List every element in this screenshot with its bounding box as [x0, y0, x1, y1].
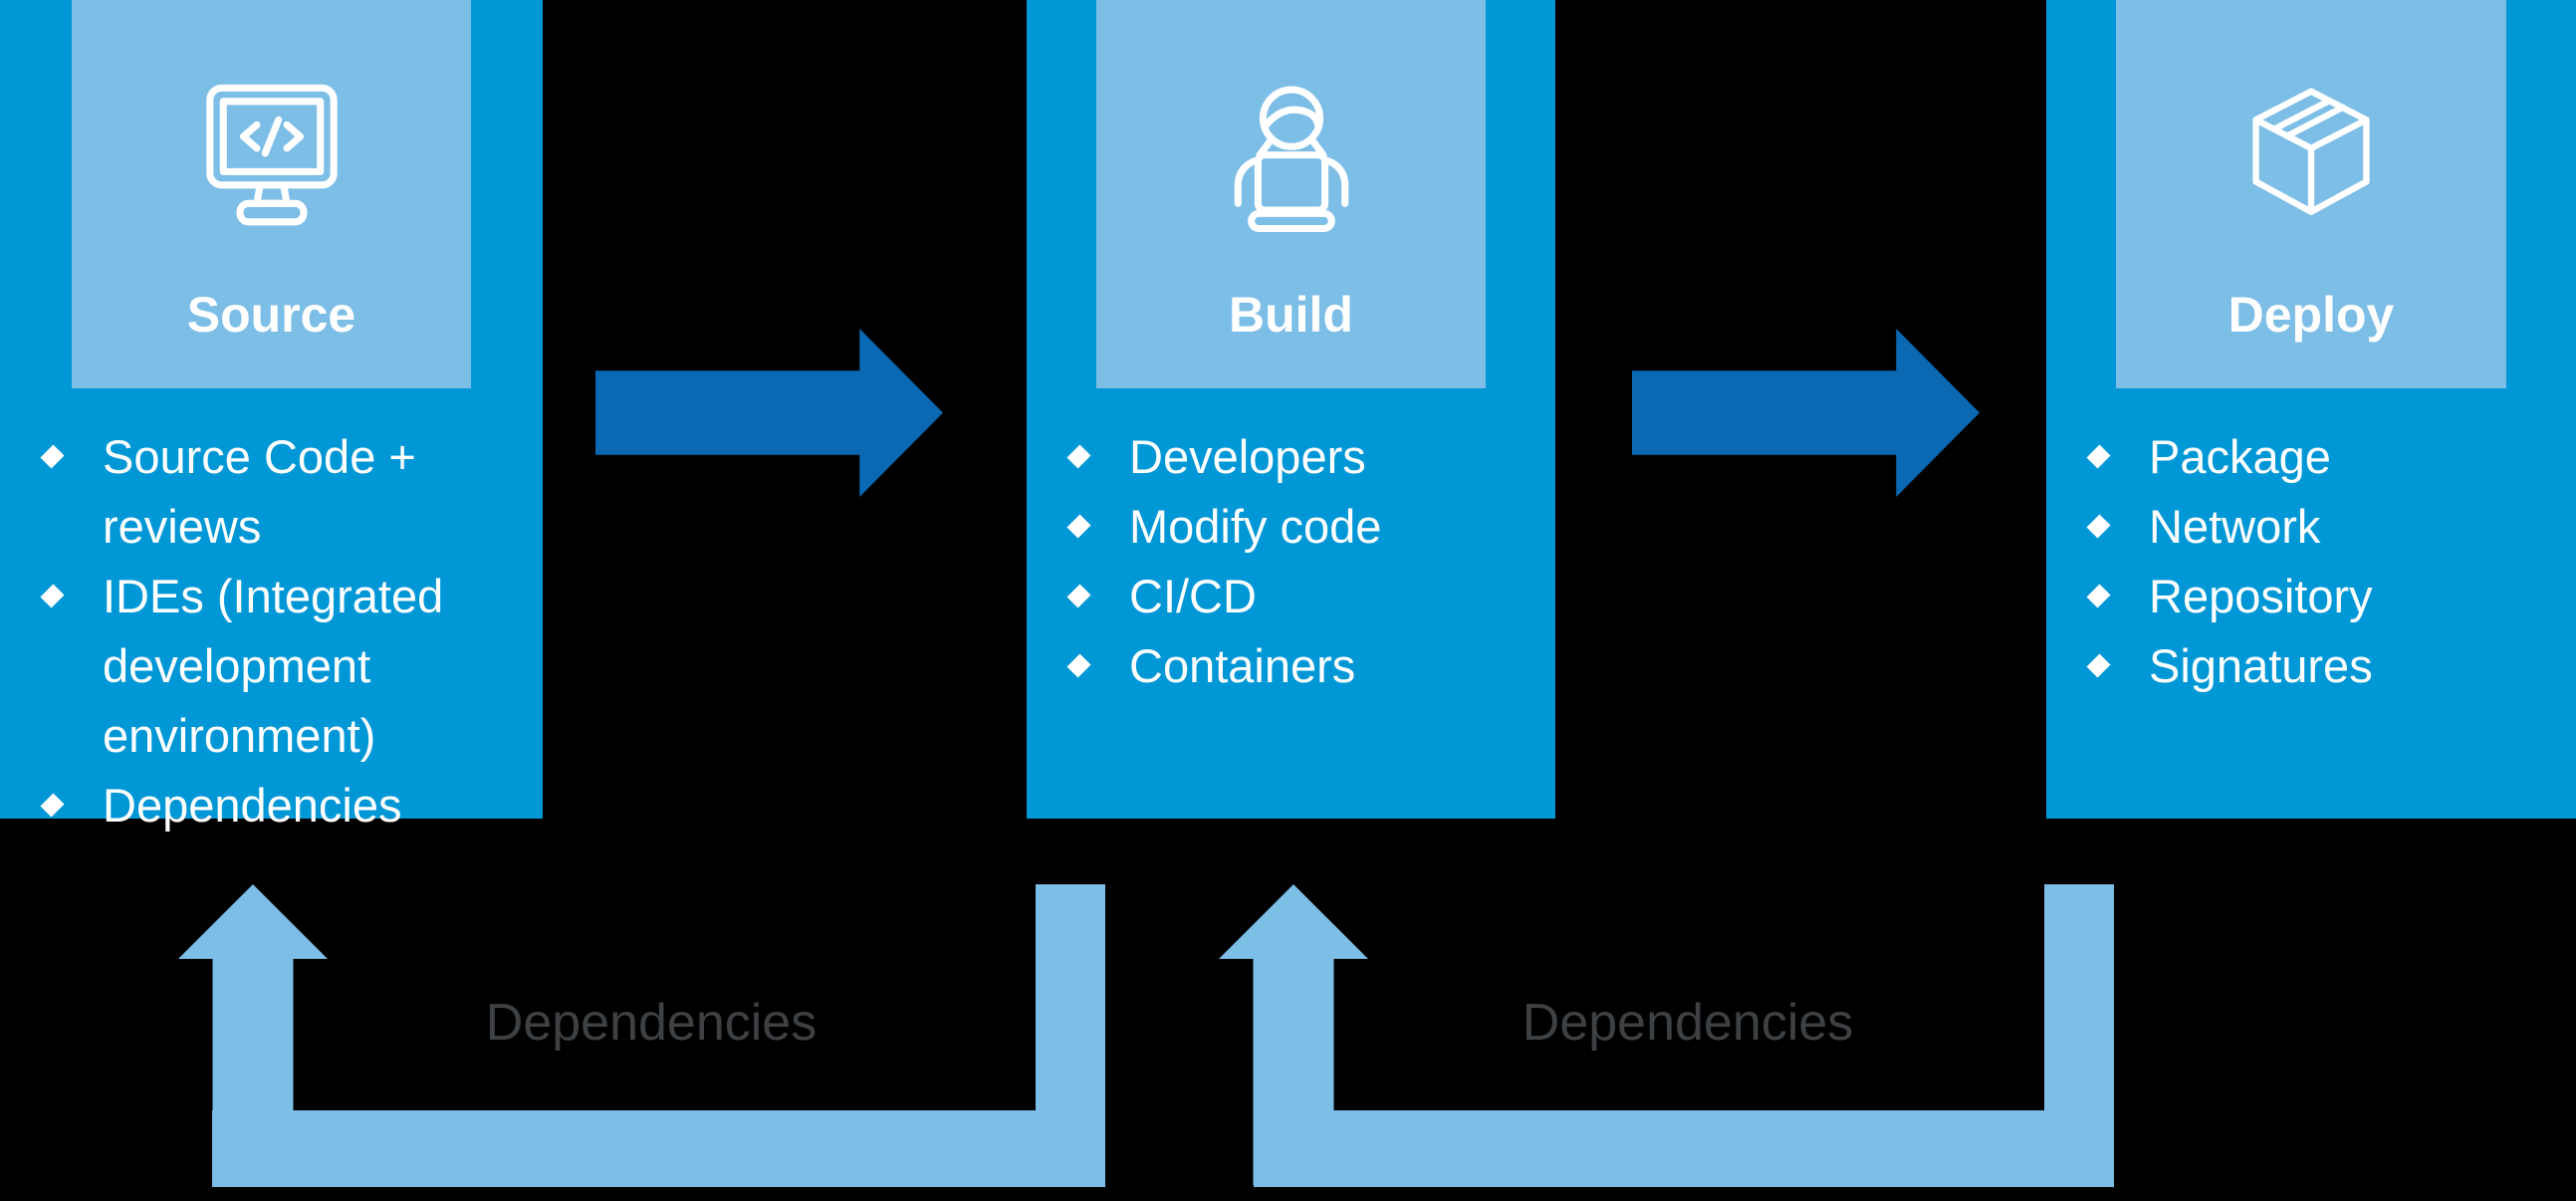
loop1-bottom-bar — [212, 1110, 1104, 1187]
list-item-text: Package — [2149, 430, 2331, 483]
list-item-text: Modify code — [1129, 500, 1382, 553]
bullet-diamond-icon — [2086, 584, 2111, 608]
flow-arrow-source-to-build — [595, 329, 943, 497]
bullet-diamond-icon — [2086, 514, 2111, 539]
bullet-diamond-icon — [2086, 653, 2111, 678]
bullet-diamond-icon — [40, 793, 65, 818]
bullet-diamond-icon — [1066, 444, 1091, 469]
stage-title-deploy: Deploy — [2227, 287, 2395, 343]
list-item: Package — [2086, 422, 2560, 492]
list-item-text: Dependencies — [103, 779, 402, 832]
stage-deploy-header: Deploy — [2116, 0, 2506, 388]
list-item: Source Code +reviews — [40, 422, 527, 562]
list-item: Network — [2086, 492, 2560, 562]
list-item: Dependencies — [40, 771, 527, 841]
stage-build-header: Build — [1096, 0, 1486, 388]
bullet-diamond-icon — [1066, 653, 1091, 678]
list-item-text: Signatures — [2149, 639, 2373, 692]
loop2-label: Dependencies — [1522, 994, 1854, 1052]
list-item: Repository — [2086, 562, 2560, 631]
stage-source-header: Source — [72, 0, 471, 388]
bullet-diamond-icon — [40, 444, 65, 469]
list-item: Signatures — [2086, 631, 2560, 701]
code-monitor-icon — [188, 80, 355, 247]
flow-arrow-build-to-deploy — [1632, 329, 1980, 497]
package-box-icon — [2227, 80, 2395, 247]
bullet-diamond-icon — [40, 584, 65, 608]
list-item-text: Source Code +reviews — [103, 430, 416, 553]
bullet-diamond-icon — [2086, 444, 2111, 469]
stage-title-source: Source — [186, 287, 356, 343]
bullet-diamond-icon — [1066, 514, 1091, 539]
list-item: Containers — [1066, 631, 1539, 701]
list-item-text: Developers — [1129, 430, 1366, 483]
developer-laptop-icon — [1208, 80, 1375, 247]
loop2-bottom-bar — [1254, 1110, 2114, 1187]
list-item-text: Repository — [2149, 570, 2373, 622]
list-item: Developers — [1066, 422, 1539, 492]
loop1-label: Dependencies — [485, 994, 818, 1052]
list-item-text: Containers — [1129, 639, 1356, 692]
list-item: Modify code — [1066, 492, 1539, 562]
stage-title-build: Build — [1229, 287, 1353, 343]
list-item: CI/CD — [1066, 562, 1539, 631]
loop2-right-vertical — [2044, 884, 2114, 1187]
bullet-diamond-icon — [1066, 584, 1091, 608]
loop1-right-vertical — [1036, 884, 1105, 1187]
list-item-text: CI/CD — [1129, 570, 1257, 622]
list-item-text: Network — [2149, 500, 2321, 553]
